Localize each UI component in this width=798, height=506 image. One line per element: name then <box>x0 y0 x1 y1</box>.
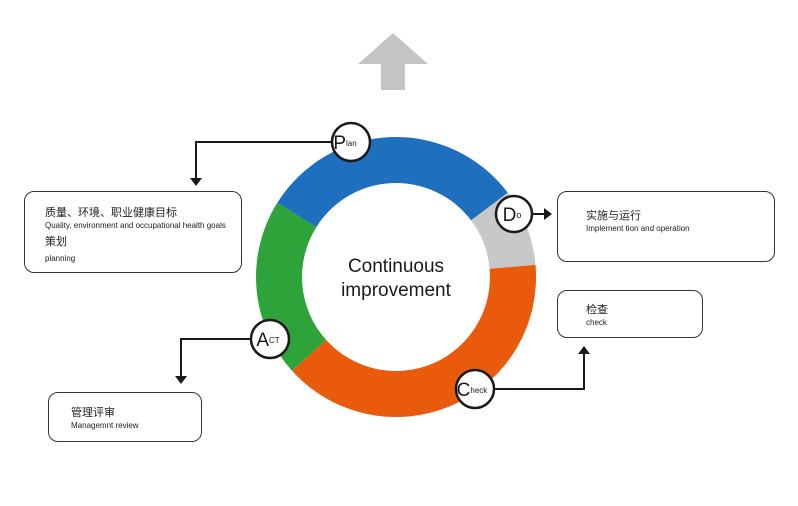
badge-do-rest: o <box>516 210 521 220</box>
badge-act-rest: CT <box>269 336 280 345</box>
do-box-en: Implement tion and operation <box>586 224 690 233</box>
svg-text:Plan: Plan <box>333 133 356 154</box>
ring-segment-plan <box>277 136 508 228</box>
badge-plan-rest: lan <box>346 139 357 148</box>
badge-check-initial: C <box>457 380 471 401</box>
check-arrowhead-icon <box>578 346 590 354</box>
do-box-zh: 实施与运行 <box>586 209 641 222</box>
badge-check-rest: heck <box>470 386 488 395</box>
svg-text:ACT: ACT <box>256 330 279 351</box>
check-box-zh: 检查 <box>586 303 608 316</box>
plan-connector-arrow <box>195 141 333 178</box>
badge-plan-initial: P <box>333 133 346 154</box>
check-box-en: check <box>586 318 607 327</box>
act-box: 管理评审 Managemnt review <box>48 392 202 442</box>
badge-act: ACT <box>249 318 291 360</box>
act-box-en: Managemnt review <box>71 421 139 430</box>
plan-arrowhead-icon <box>190 178 202 186</box>
act-connector-arrow <box>180 338 251 376</box>
plan-box-goal-en: Quality, environment and occupational he… <box>45 221 226 230</box>
up-arrow-icon <box>358 33 428 90</box>
badge-do-initial: D <box>503 205 517 226</box>
svg-text:Do: Do <box>503 205 522 226</box>
svg-text:Check: Check <box>457 380 489 401</box>
plan-box-planning-zh: 策划 <box>45 235 67 248</box>
plan-box: 质量、环境、职业健康目标 Quality, environment and oc… <box>24 191 242 273</box>
check-box: 检查 check <box>557 290 703 338</box>
badge-check: Check <box>454 368 496 410</box>
act-arrowhead-icon <box>175 376 187 384</box>
check-connector-arrow <box>494 354 585 390</box>
badge-do: Do <box>494 194 534 234</box>
do-arrowhead-icon <box>544 208 552 220</box>
do-box: 实施与运行 Implement tion and operation <box>557 191 775 262</box>
center-title-line2: improvement <box>341 280 452 301</box>
center-title-line1: Continuous <box>348 256 444 277</box>
plan-box-goal-zh: 质量、环境、职业健康目标 <box>45 206 177 219</box>
badge-act-initial: A <box>256 330 269 351</box>
badge-plan: Plan <box>330 121 372 163</box>
plan-box-planning-en: planning <box>45 254 76 263</box>
act-box-zh: 管理评审 <box>71 406 115 419</box>
